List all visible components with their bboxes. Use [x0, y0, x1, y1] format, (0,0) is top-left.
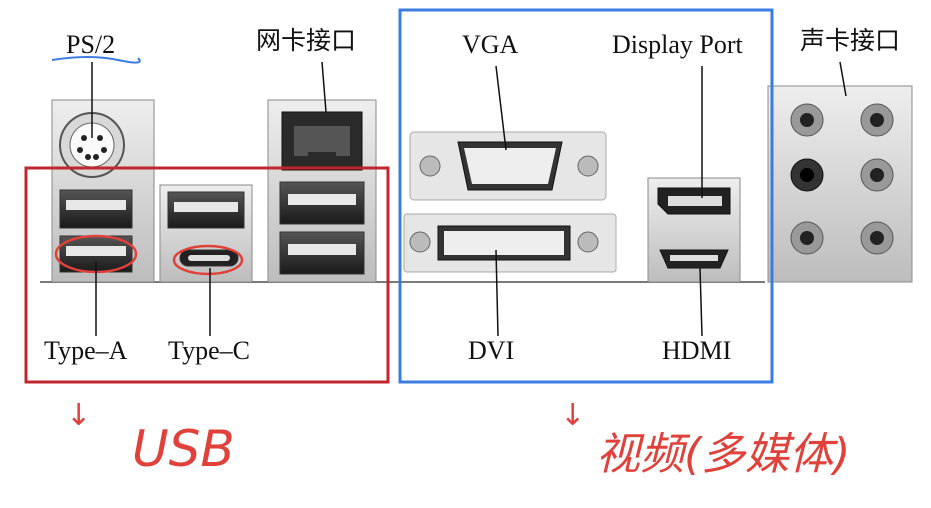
video-arrow: ↓	[560, 398, 586, 433]
video-annotation: 视频(多媒体)	[596, 429, 851, 480]
leader-lines	[91, 61, 847, 337]
audio-label: 声卡接口	[800, 26, 901, 55]
lan-label: 网卡接口	[256, 26, 357, 55]
dvi-label: DVI	[468, 336, 515, 365]
usb-typec-stack	[159, 184, 253, 283]
ps2-label: PS/2	[66, 30, 116, 59]
hdmi-label: HDMI	[662, 336, 732, 365]
type-c-label: Type–C	[168, 336, 250, 365]
dvi-port-group	[403, 213, 617, 273]
lan-usb-stack	[267, 99, 377, 283]
dp-hdmi-stack	[647, 177, 741, 283]
audio-jack-icon	[790, 103, 894, 255]
type-a-label: Type–A	[44, 336, 128, 365]
audio-jack-panel	[767, 85, 913, 283]
vga-label: VGA	[462, 30, 519, 59]
vga-port-group	[409, 131, 607, 201]
displayport-label: Display Port	[612, 30, 743, 59]
usb-arrow: ↓	[66, 398, 92, 433]
usb-annotation: USB	[132, 420, 235, 478]
ps2-usb-stack	[51, 99, 155, 283]
usb-group-box	[24, 166, 390, 384]
video-group-box	[398, 8, 774, 384]
